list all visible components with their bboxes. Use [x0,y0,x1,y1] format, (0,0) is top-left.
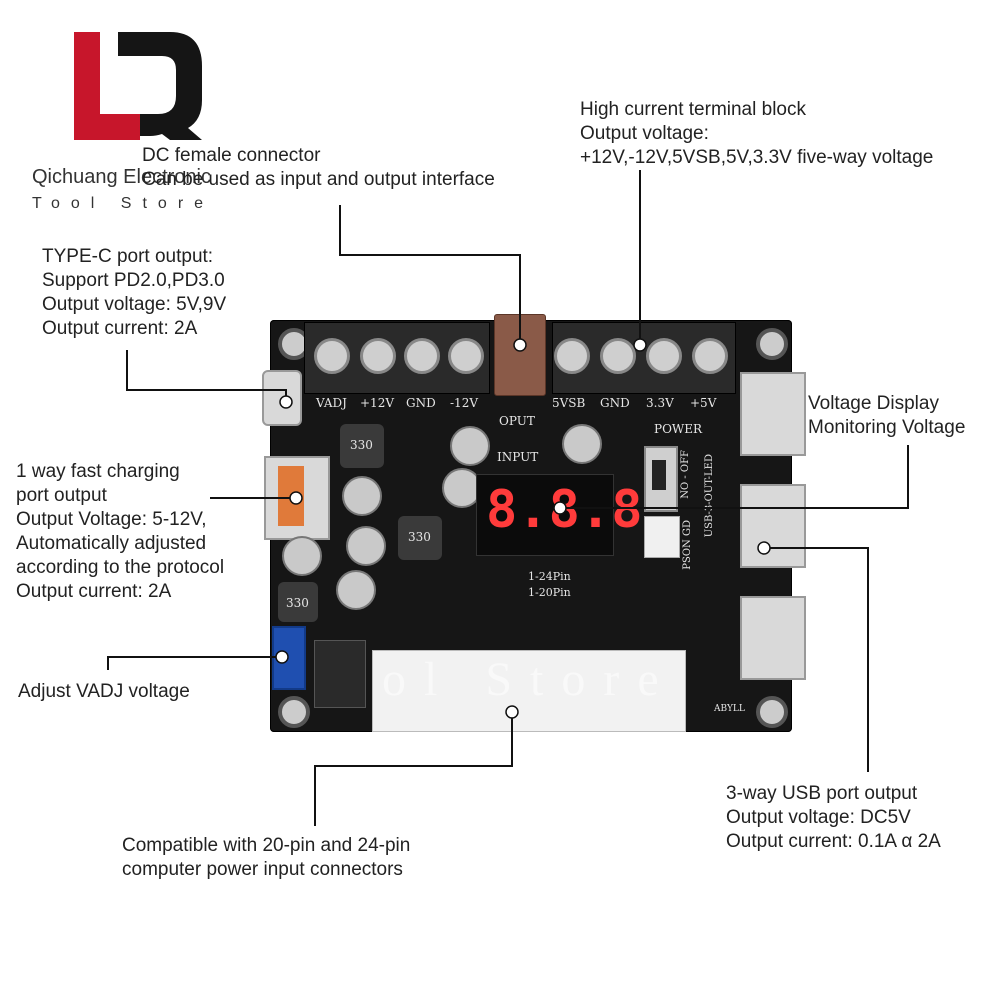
led-display [476,474,614,556]
callout-fast-line1: 1 way fast charging [16,461,180,482]
power-switch-slider [652,460,666,490]
oput-label: OPUT [499,414,535,428]
callout-atx-line2: computer power input connectors [122,859,403,880]
callout-voltage-display: Voltage Display Monitoring Voltage [808,392,965,440]
inductor-label: 330 [286,596,309,610]
voltage-regulator [314,640,366,708]
terminal-label-neg12v: -12V [450,396,478,410]
brand-name: Qichuang Electronic [32,166,211,188]
callout-adjust-vadj: Adjust VADJ voltage [18,680,190,704]
callout-usb-line3: Output current: 0.1A α 2A [726,831,941,852]
terminal-label-3v3: 3.3V [646,396,674,410]
terminal-label-5v: +5V [690,396,717,410]
callout-usb-line1: 3-way USB port output [726,783,918,804]
inductor [340,424,384,468]
terminal-screw [404,338,440,374]
terminal-screw [646,338,682,374]
terminal-screw [600,338,636,374]
callout-vadj-line1: Adjust VADJ voltage [18,681,190,702]
atx-connector [372,650,686,732]
inductor [278,582,318,622]
capacitor [336,570,376,610]
callout-terminal-line2: Output voltage: [580,123,709,144]
capacitor [342,476,382,516]
pin24-label: 1-24Pin [528,570,571,583]
terminal-screw [692,338,728,374]
terminal-screw [314,338,350,374]
capacitor [442,468,482,508]
callout-display-line2: Monitoring Voltage [808,417,966,438]
capacitor [282,536,322,576]
pin20-label: 1-20Pin [528,586,571,599]
usb-port-3 [740,596,806,680]
callout-usb-line2: Output voltage: DC5V [726,807,911,828]
input-label: INPUT [497,450,539,464]
callout-typec-line1: TYPE-C port output: [42,246,214,267]
capacitor [562,424,602,464]
callout-usb-output: 3-way USB port output Output voltage: DC… [726,782,941,854]
callout-fast-line2: port output [16,485,107,506]
terminal-label-vadj: VADJ [316,396,347,410]
callout-atx-line1: Compatible with 20-pin and 24-pin [122,835,411,856]
callout-fast-line6: Output current: 2A [16,581,172,602]
terminal-label-gnd2: GND [600,396,630,410]
usb-port-1 [740,372,806,456]
terminal-label-gnd: GND [406,396,436,410]
callout-terminal-line3: +12V,-12V,5VSB,5V,3.3V five-way voltage [580,147,934,168]
callout-dc-connector-line2: Can be used as input and output interfac… [142,169,495,190]
brand-logo [74,32,202,140]
callout-terminal-block: High current terminal block Output volta… [580,98,933,170]
inductor-label: 330 [350,438,373,452]
usb-port-2 [740,484,806,568]
terminal-label-5vsb: 5VSB [552,396,586,410]
mounting-hole [756,328,788,360]
callout-fast-line4: Automatically adjusted [16,533,207,554]
power-label: POWER [654,422,703,436]
callout-typec-line3: Output voltage: 5V,9V [42,294,227,315]
callout-dc-connector-line1: DC female connector [142,145,321,166]
callout-fast-line3: Output Voltage: 5-12V, [16,509,207,530]
callout-display-line1: Voltage Display [808,393,939,414]
brand-tagline: Tool Store [32,195,215,212]
callout-typec-line4: Output current: 2A [42,318,198,339]
inductor [398,516,442,560]
mounting-hole [278,696,310,728]
inductor-label: 330 [408,530,431,544]
callout-typec-line2: Support PD2.0,PD3.0 [42,270,225,291]
power-breakout-board: VADJ +12V GND -12V OPUT INPUT 5VSB GND 3… [262,314,806,732]
terminal-screw [448,338,484,374]
callout-dc-connector: DC female connector Can be used as input… [142,144,495,192]
capacitor [346,526,386,566]
callout-fast-charge: 1 way fast charging port output Output V… [16,460,224,604]
jst-connector [644,516,680,558]
callout-terminal-line1: High current terminal block [580,99,806,120]
capacitor [450,426,490,466]
mounting-hole [756,696,788,728]
callout-fast-line5: according to the protocol [16,557,225,578]
watermark-text: ol Store [382,653,677,706]
callout-typec: TYPE-C port output: Support PD2.0,PD3.0 … [42,245,226,341]
terminal-screw [554,338,590,374]
terminal-screw [360,338,396,374]
terminal-label-12v: +12V [360,396,394,410]
callout-atx-connector: Compatible with 20-pin and 24-pin comput… [122,834,410,882]
abyl-label: ABYLL [714,704,745,714]
